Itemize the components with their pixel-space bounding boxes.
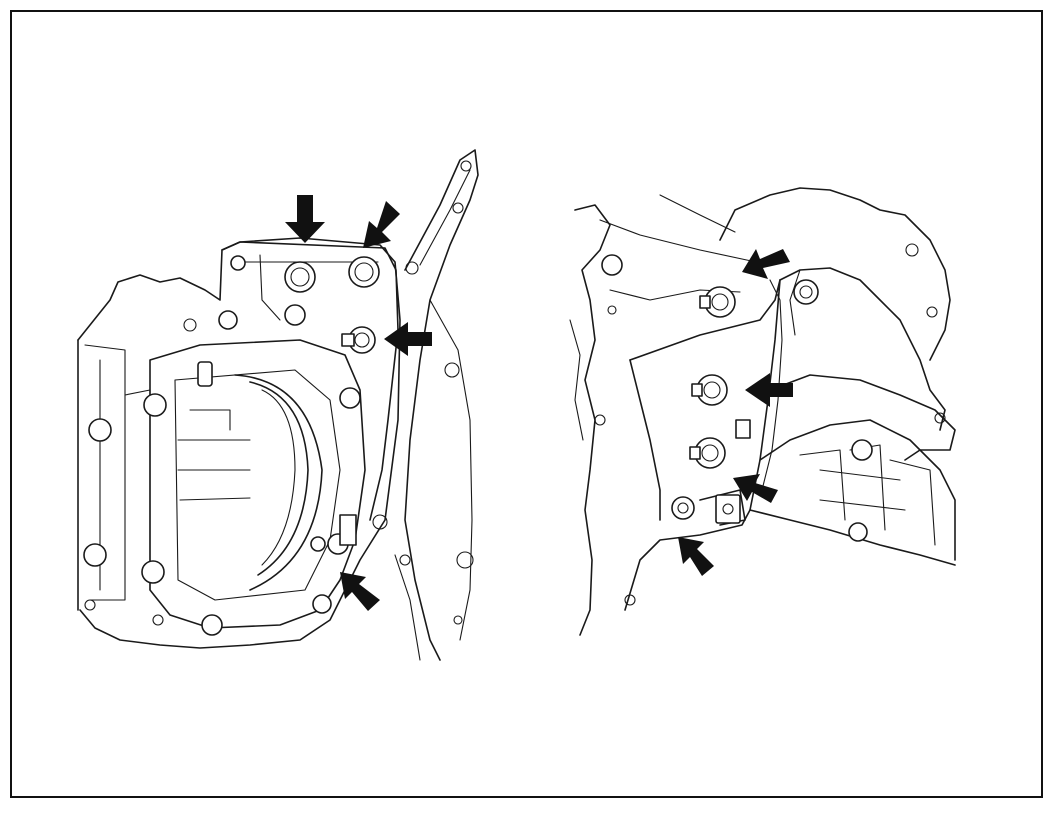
arrow-down-left-icon	[742, 249, 790, 279]
left-bolt-arrows	[285, 195, 432, 611]
right-bracket-bolts	[671, 286, 736, 520]
right-transmission-view	[569, 187, 956, 636]
left-bracket-bolts	[284, 256, 380, 555]
arrow-left-icon	[745, 373, 793, 407]
arrow-up-left-icon	[678, 537, 714, 576]
arrow-up-left-icon	[340, 572, 380, 611]
arrow-down-icon	[285, 195, 325, 243]
figure-frame	[10, 10, 1043, 798]
left-transmission-view	[77, 149, 479, 661]
arrow-diagonal-icon	[363, 201, 400, 248]
right-bolt-arrows	[678, 249, 793, 576]
arrow-left-icon	[384, 322, 432, 356]
arrow-up-left-icon	[733, 474, 778, 503]
